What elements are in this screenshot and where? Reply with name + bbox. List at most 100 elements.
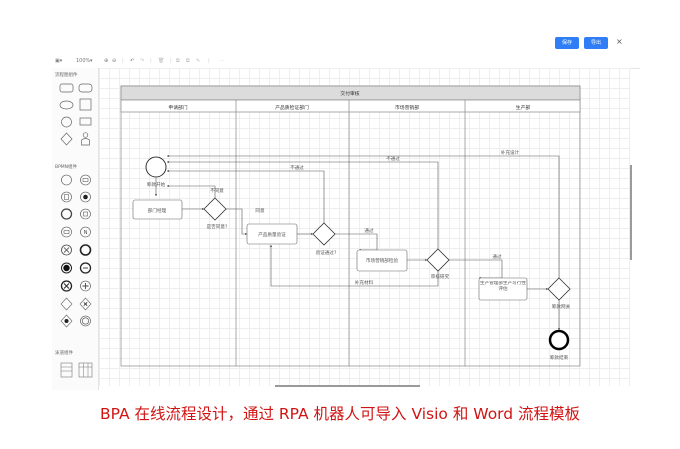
toolbar-divider: |	[150, 58, 152, 64]
panel-toggle-icon[interactable]: ▣▾	[55, 58, 63, 64]
error-event-shape[interactable]	[79, 262, 92, 274]
gateway-agree-label: 是否同意?	[207, 223, 228, 230]
edge-label-disagree: 不同意	[210, 187, 224, 194]
edge-review-notpass[interactable]	[166, 160, 439, 249]
lane-title-market: 市场营销部	[395, 104, 419, 111]
vertical-lane-shape[interactable]	[60, 362, 73, 378]
vertical-scrollbar[interactable]	[630, 165, 632, 260]
edge-label-notpass-1: 不通过	[290, 164, 304, 171]
pool-title: 交付审核	[340, 90, 359, 97]
complex-gateway-shape[interactable]	[80, 315, 91, 327]
link-event-shape[interactable]: N	[80, 226, 91, 238]
zoom-select[interactable]: 100%	[76, 58, 91, 64]
toolbar-divider: |	[170, 58, 172, 64]
back-icon[interactable]: ⧉	[186, 58, 190, 64]
end-event[interactable]	[548, 329, 570, 351]
section-swimlane-title: 泳道组件	[55, 351, 73, 356]
shape-library: 流程图组件 BPMN组件 N	[52, 68, 99, 390]
export-button[interactable]: 导出	[584, 37, 608, 49]
lane-header-row	[120, 99, 581, 113]
event-gateway-shape[interactable]	[60, 314, 73, 328]
pen-icon[interactable]: ✎	[196, 58, 201, 64]
cancel-event-shape[interactable]	[61, 244, 72, 256]
zoom-out-icon[interactable]: ⊖	[112, 58, 117, 64]
gateway-review[interactable]	[426, 248, 450, 272]
end-label: 筹款结束	[550, 354, 569, 361]
small-rect-shape[interactable]	[79, 117, 92, 126]
edge-label-pass-1: 通过	[364, 227, 374, 234]
task-dept[interactable]	[132, 199, 183, 220]
close-icon[interactable]: ×	[616, 37, 623, 46]
save-button[interactable]: 保存	[555, 37, 579, 49]
toolbar: ▣▾ 100% ▾ ⊕ ⊖ | ↶ ↷ | 🗑 | ⧉ ⧉ ✎ | ⋯	[52, 54, 640, 69]
edge-verify-market[interactable]	[335, 233, 378, 252]
diagram-canvas[interactable]: 交付审核 申请部门 产品质检证部门 市场营销部 生产部	[99, 68, 630, 386]
zoom-dropdown-icon[interactable]: ▾	[90, 58, 93, 64]
lane-title-qc: 产品质检证部门	[275, 104, 309, 111]
start-label: 筹款开始	[147, 181, 166, 188]
gateway-verify-label: 验证通过?	[316, 249, 337, 256]
redo-icon[interactable]: ↷	[140, 58, 145, 64]
square-shape[interactable]	[79, 98, 92, 111]
task-market[interactable]	[356, 249, 408, 272]
ellipse-shape[interactable]	[59, 100, 74, 110]
diamond-shape[interactable]	[60, 132, 73, 146]
editor-window: 保存 导出 × ▣▾ 100% ▾ ⊕ ⊖ | ↶ ↷ | 🗑 | ⧉ ⧉ ✎ …	[52, 30, 640, 390]
toolbar-divider: |	[122, 58, 124, 64]
signal-event-shape[interactable]	[80, 191, 91, 203]
delete-icon[interactable]: 🗑	[158, 58, 165, 64]
rect-shape[interactable]	[78, 83, 93, 93]
edge-label-agree: 同意	[255, 207, 265, 214]
start-event[interactable]	[145, 156, 167, 178]
edge-label-supplement-design: 补充设计	[501, 149, 520, 156]
message-event-shape[interactable]	[80, 174, 91, 186]
edge-label-supplement: 补充材料	[355, 279, 374, 286]
rounded-rect-shape[interactable]	[59, 83, 74, 93]
undo-icon[interactable]: ↶	[130, 58, 135, 64]
gateway-prod-label: 筹款网关	[552, 303, 571, 310]
horizontal-lane-shape[interactable]	[78, 362, 93, 378]
intermediate-event-shape[interactable]	[60, 208, 73, 220]
section-flow-title: 流程图组件	[55, 73, 78, 78]
edge-review-prod[interactable]	[449, 259, 503, 280]
edge-verify-notpass[interactable]	[166, 169, 325, 223]
task-qc-label: 产品质量验证	[258, 231, 286, 238]
terminate-event-shape[interactable]	[61, 262, 72, 274]
gateway-agree[interactable]	[203, 197, 227, 221]
gateway-verify[interactable]	[312, 222, 336, 246]
lane-dividers	[235, 100, 466, 366]
svg-text:N: N	[84, 230, 88, 236]
actor-shape[interactable]	[81, 132, 90, 146]
zoom-in-icon[interactable]: ⊕	[104, 58, 109, 64]
timer-event-shape[interactable]	[61, 191, 72, 203]
start-event-shape[interactable]	[61, 174, 72, 186]
edge-agree-qc[interactable]	[226, 208, 248, 236]
caption-text: BPA 在线流程设计，通过 RPA 机器人可导入 Visio 和 Word 流程…	[99, 405, 581, 423]
pool[interactable]	[120, 85, 581, 367]
edge-disagree[interactable]	[166, 184, 216, 198]
end-event-shape[interactable]	[79, 244, 92, 256]
more-icon[interactable]: ⋯	[220, 58, 225, 64]
lane-title-apply: 申请部门	[168, 104, 187, 111]
conditional-event-shape[interactable]	[80, 208, 91, 220]
circle-shape[interactable]	[61, 116, 72, 128]
cancel-end-shape[interactable]	[60, 280, 73, 292]
escalation-event-shape[interactable]	[61, 226, 72, 238]
front-icon[interactable]: ⧉	[176, 58, 180, 64]
edge-review-supplement[interactable]	[269, 244, 439, 287]
task-prod[interactable]	[478, 277, 528, 301]
task-qc[interactable]	[246, 223, 298, 245]
horizontal-scrollbar[interactable]	[275, 385, 420, 387]
section-bpmn-title: BPMN组件	[55, 165, 78, 170]
exclusive-gateway-shape[interactable]	[79, 297, 92, 311]
task-dept-label: 部门经理	[148, 207, 167, 214]
parallel-event-shape[interactable]	[80, 280, 91, 292]
gateway-prod[interactable]	[547, 277, 571, 301]
top-bar: 保存 导出 ×	[52, 30, 640, 54]
task-prod-label: 生产管理部生产可行性评估	[480, 281, 526, 292]
edge-label-notpass-2: 不通过	[386, 155, 400, 162]
edge-gate-supplement[interactable]	[166, 154, 560, 278]
gateway-review-label: 审核研究	[431, 273, 450, 280]
gateway-shape[interactable]	[60, 297, 73, 311]
lane-title-prod: 生产部	[516, 104, 531, 111]
